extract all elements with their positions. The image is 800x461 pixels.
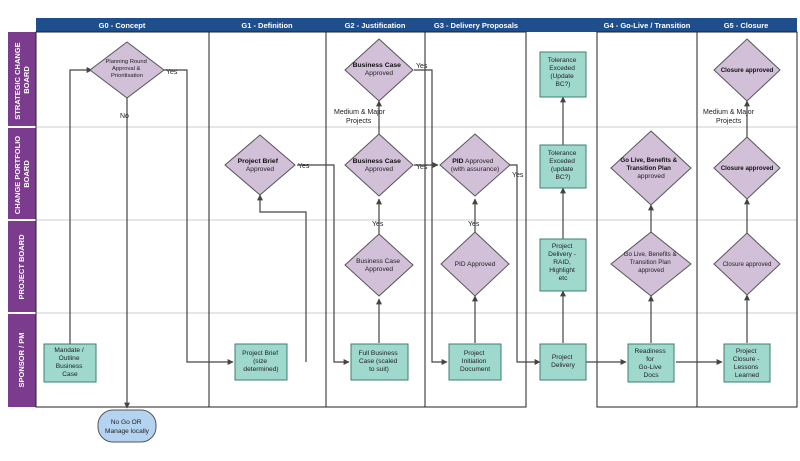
phase-label-g1: G1 - Definition [241,21,293,30]
project-delivery-raid-process[interactable]: Project Delivery - RAID, Highlight etc [539,238,587,292]
svg-text:Closure approved: Closure approved [721,67,774,74]
edge-label-yes: Yes [512,172,524,179]
phase-label-g5: G5 - Closure [724,21,769,30]
project-delivery-process[interactable]: Project Delivery [539,343,587,381]
planning-round-decision[interactable]: Planning Round Approval & Prioritisation [89,41,165,99]
swimlane-grid [35,31,798,408]
phase-label-g2: G2 - Justification [345,21,406,30]
svg-text:Project Brief Approved: Project Brief Approved [238,150,283,173]
closure-approved-scb-decision[interactable]: Closure approved [713,38,781,102]
svg-text:Closure approved: Closure approved [721,165,774,172]
svg-text:Project Delivery: Project Delivery [551,354,576,369]
full-business-case-process[interactable]: Full Business Case (scaled to suit) [350,343,409,381]
go-live-approved-cpb-decision[interactable]: Go Live, Benefits & Transition Plan appr… [610,130,692,206]
lane-label-project-board: PROJECT BOARD [17,234,26,300]
svg-text:Go Live, Benefits & Tran: Go Live, Benefits & Transition Plan appr… [620,149,681,180]
project-closure-process[interactable]: Project Closure - Lessons Learned [723,343,771,383]
svg-text:Planning Round Approval: Planning Round Approval & Prioritisation [106,59,149,79]
business-case-approved-pb-decision[interactable]: Business Case Approved [344,233,414,297]
project-brief-process[interactable]: Project Brief (size determined) [234,343,288,381]
svg-text:Business Case Approved: Business Case Approved [356,258,402,273]
swimlane-labels: STRATEGIC CHANGE BOARD CHANGE PORTFOLIO … [8,32,36,407]
lane-label-sponsor-pm: SPONSOR / PM [17,332,26,387]
project-brief-approved-decision[interactable]: Project Brief Approved [224,134,296,196]
svg-text:Closure approved: Closure approved [723,261,772,268]
pid-document-process[interactable]: Project Initiation Document [448,343,502,381]
svg-text:PID Approved (with assur: PID Approved (with assurance) [451,150,499,173]
svg-text:No Go OR Manage locally: No Go OR Manage locally [105,419,150,435]
svg-text:Business Case Approved: Business Case Approved [353,150,406,173]
edge-labels: Yes No Yes Yes Medium & Major Projects Y… [120,63,756,228]
svg-text:Go Live, Benefits & Tran: Go Live, Benefits & Transition Plan appr… [624,251,679,274]
no-go-terminal[interactable]: No Go OR Manage locally [97,409,157,443]
business-case-approved-scb-decision[interactable]: Business Case Approved [344,38,414,102]
svg-text:Full Business Case (scal: Full Business Case (scaled to suit) [358,350,399,373]
edge-label-no: No [120,113,129,120]
svg-text:Business Case Approved: Business Case Approved [353,54,406,77]
svg-text:PID Approved: PID Approved [455,261,496,268]
phase-label-g4: G4 - Go-Live / Transition [604,21,691,30]
edge-label-medium-major: Medium & Major Projects [334,109,387,125]
connectors [69,67,750,409]
phase-label-g0: G0 - Concept [99,21,146,30]
svg-text:Mandate / Outline: Mandate / Outline Business Case [54,347,85,378]
edge-label-yes: Yes [372,221,384,228]
tolerance-exceeded-scb-process[interactable]: Tolerance Exceded (Update BC?) [539,51,587,98]
svg-text:Tolerance Exceded: Tolerance Exceded (Update BC?) [548,57,578,88]
svg-text:Project Closure -: Project Closure - Lessons Learned [733,348,762,379]
svg-text:Project Initiation: Project Initiation Document [460,350,490,373]
svg-text:Tolerance Exceded: Tolerance Exceded (update BC?) [548,150,578,181]
go-live-approved-pb-decision[interactable]: Go Live, Benefits & Transition Plan appr… [610,231,692,297]
edge-label-yes: Yes [298,163,310,170]
edge-label-yes: Yes [416,164,428,171]
readiness-go-live-process[interactable]: Readiness for Go-Live Docs [627,343,675,383]
phase-headers: G0 - Concept G1 - Definition G2 - Justif… [36,18,797,32]
edge-label-medium-major: Medium & Major Projects [703,109,756,125]
edge-label-yes: Yes [166,69,178,76]
pid-approved-cpb-decision[interactable]: PID Approved (with assurance) [439,133,511,197]
business-case-approved-cpb-decision[interactable]: Business Case Approved [344,133,414,197]
mandate-process[interactable]: Mandate / Outline Business Case [43,343,97,383]
closure-approved-pb-decision[interactable]: Closure approved [713,232,781,296]
edge-label-yes: Yes [416,63,428,70]
svg-text:Project Delivery -: Project Delivery - RAID, Highlight etc [548,243,578,282]
lane-label-strategic-change-board: STRATEGIC CHANGE BOARD [13,40,31,119]
closure-approved-cpb-decision[interactable]: Closure approved [713,136,781,200]
header-bar [36,18,797,32]
phase-label-g3: G3 - Delivery Proposals [434,21,518,30]
edge-label-yes: Yes [468,221,480,228]
svg-text:Readiness for Go-L: Readiness for Go-Live Docs [635,348,668,379]
pid-approved-pb-decision[interactable]: PID Approved [440,231,510,297]
tolerance-exceeded-cpb-process[interactable]: Tolerance Exceded (update BC?) [539,144,587,189]
svg-text:Project Brief (size: Project Brief (size determined) [242,350,280,373]
lane-label-change-portfolio-board: CHANGE PORTFOLIO BOARD [13,134,31,214]
